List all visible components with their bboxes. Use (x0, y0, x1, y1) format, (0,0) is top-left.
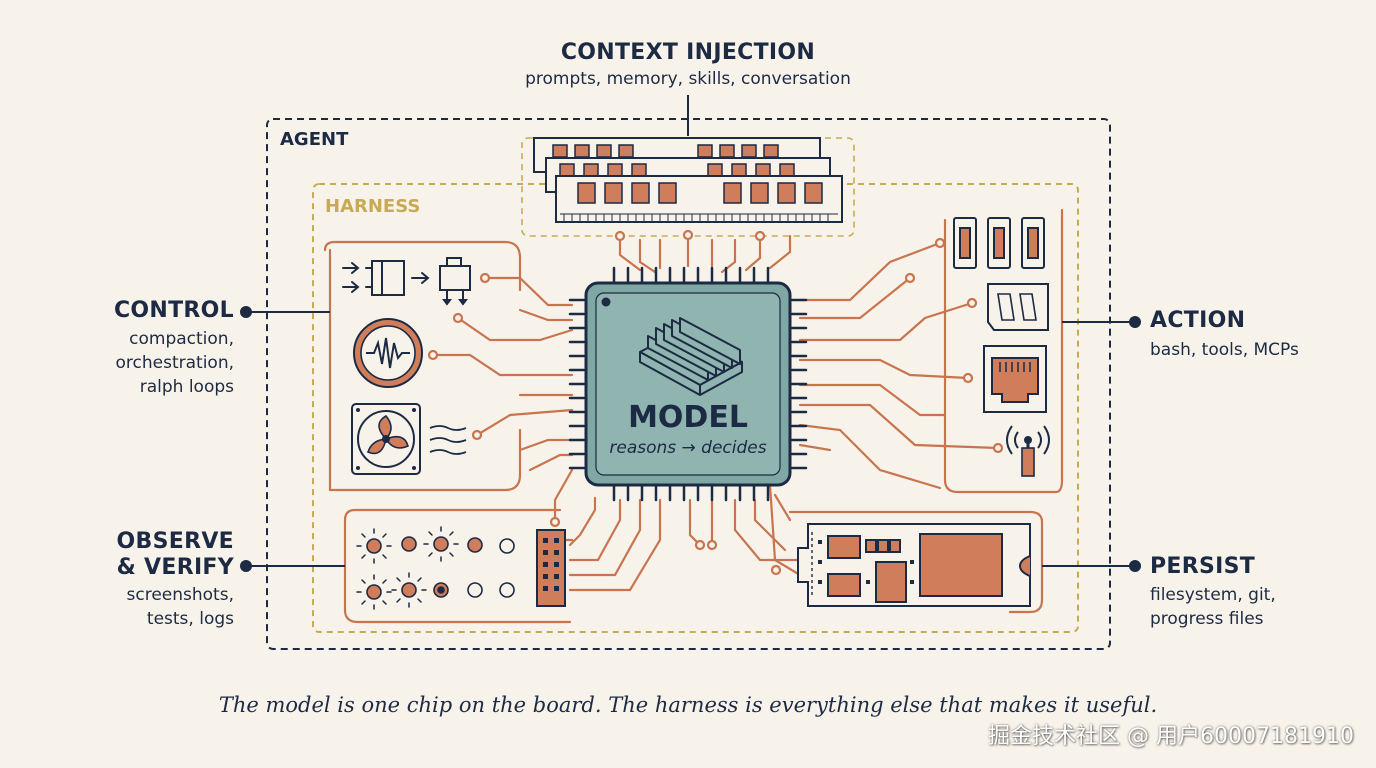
observe-line-2: tests, logs (146, 609, 234, 629)
harness-label: HARNESS (325, 196, 421, 217)
model-subtitle: reasons → decides (609, 438, 767, 458)
model-title: MODEL (628, 400, 748, 435)
agent-label: AGENT (280, 129, 349, 150)
action-title: ACTION (1150, 308, 1246, 333)
transistor-icon (439, 257, 471, 306)
chip-pins (568, 266, 808, 502)
control-line-2: orchestration, (115, 353, 235, 373)
persist-title: PERSIST (1150, 554, 1256, 579)
ssd-module (797, 523, 1031, 607)
display-port-icon (987, 283, 1049, 331)
observe-line-1: screenshots, (126, 585, 234, 605)
header-pin-block (536, 529, 566, 607)
control-title: CONTROL (113, 298, 234, 323)
traces (323, 208, 1064, 624)
led-indicators (356, 526, 515, 610)
caption: The model is one chip on the board. The … (218, 693, 1158, 717)
callout-lines (240, 306, 1141, 572)
observe-title-1: OBSERVE (116, 529, 234, 554)
control-line-1: compaction, (129, 329, 234, 349)
persist-line-2: progress files (1150, 609, 1264, 629)
observe-title-2: & VERIFY (116, 555, 234, 580)
relay-icon (342, 260, 430, 296)
persist-line-1: filesystem, git, (1150, 585, 1276, 605)
agent-boundary (266, 118, 1111, 650)
memory-module-front (555, 175, 843, 223)
control-line-3: ralph loops (139, 377, 234, 397)
heatsink-icon (639, 317, 743, 396)
action-subtitle: bash, tools, MCPs (1150, 340, 1299, 360)
usb-ports-icon (953, 217, 1045, 269)
ethernet-port-icon (983, 345, 1047, 413)
antenna-icon (1006, 425, 1050, 477)
context-subtitle: prompts, memory, skills, conversation (525, 69, 851, 89)
context-title: CONTEXT INJECTION (560, 40, 816, 65)
fan-icon (351, 403, 467, 475)
watermark: 掘金技术社区 @ 用户60007181910 (988, 724, 1354, 749)
oscillator-icon (353, 318, 423, 388)
